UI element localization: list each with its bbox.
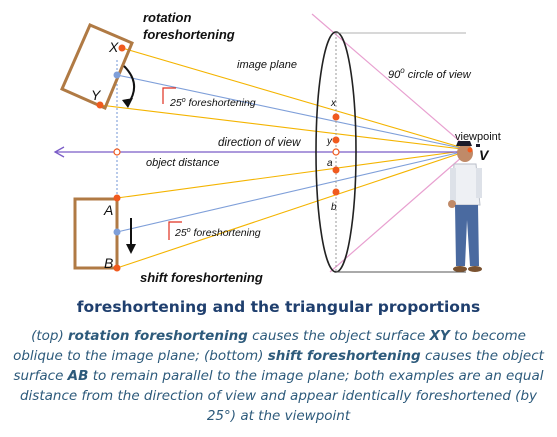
circle-of-view-text: circle of view xyxy=(405,69,472,81)
circle-of-view-line-lower xyxy=(329,149,471,273)
point-label-y: y xyxy=(326,136,333,147)
rotation-arrowhead xyxy=(122,98,133,108)
object-points xyxy=(96,44,126,272)
caption-part-5: to become oblique to the image plane; (b… xyxy=(13,328,526,364)
angle-mark-bottom xyxy=(168,221,182,240)
angle-top-num: 25 xyxy=(169,97,182,109)
angle-top-text: foreshortening xyxy=(186,97,256,109)
point-label-b: b xyxy=(331,202,337,213)
point-label-B: B xyxy=(104,255,113,271)
caption-part-9: to remain parallel to the image plane; b… xyxy=(19,368,544,424)
caption-title: foreshortening and the triangular propor… xyxy=(76,298,481,316)
angle-bottom-degree: o xyxy=(187,227,191,234)
point-label-X: X xyxy=(108,39,119,55)
rotation-title-line1: rotation xyxy=(143,10,191,25)
image-plane-label: image plane xyxy=(237,59,297,71)
angle-top-degree: o xyxy=(182,97,186,104)
viewpoint-letter: V xyxy=(479,147,490,163)
object-distance-label: object distance xyxy=(146,157,219,169)
direction-of-view-label: direction of view xyxy=(218,137,301,149)
viewpoint-label: viewpoint xyxy=(455,131,501,143)
shift-arrowhead xyxy=(126,244,136,254)
caption-ab-term: AB xyxy=(67,368,89,384)
caption-shift-term: shift foreshortening xyxy=(267,348,421,364)
circle-of-view-degree: o xyxy=(400,66,405,75)
angle-bottom-text: foreshortening xyxy=(191,227,261,239)
sight-lines xyxy=(99,47,471,269)
caption-xy-term: XY xyxy=(429,328,450,344)
shift-title: shift foreshortening xyxy=(140,270,263,285)
rotated-object-box xyxy=(60,23,134,110)
caption-text: (top) rotation foreshortening causes the… xyxy=(8,326,549,426)
point-label-x: x xyxy=(330,98,337,109)
circle-of-view-num: 90 xyxy=(388,69,401,81)
point-label-a: a xyxy=(327,158,333,169)
caption-part-1: (top) xyxy=(31,328,69,344)
viewer-figure xyxy=(448,141,482,272)
angle-mark-top xyxy=(162,87,176,104)
image-plane-points xyxy=(332,113,340,196)
caption-rotation-term: rotation foreshortening xyxy=(68,328,248,344)
angle-top-label: 25o foreshortening xyxy=(169,97,256,109)
angle-bottom-label: 25o foreshortening xyxy=(174,227,261,239)
circle-of-view-line-upper xyxy=(311,13,471,151)
axis-arrowhead xyxy=(53,146,65,158)
angle-bottom-num: 25 xyxy=(174,227,187,239)
caption-part-3: causes the object surface xyxy=(247,328,430,344)
rotation-title-line2: foreshortening xyxy=(143,27,235,42)
viewpoint-dot xyxy=(467,147,473,153)
foreshortening-diagram: rotation foreshortening image plane 90o … xyxy=(53,10,501,285)
point-label-A: A xyxy=(103,202,113,218)
caption-part-7: causes the object surface xyxy=(13,348,544,384)
point-label-Y: Y xyxy=(91,87,102,103)
circle-of-view-label: 90o circle of view xyxy=(388,66,472,81)
